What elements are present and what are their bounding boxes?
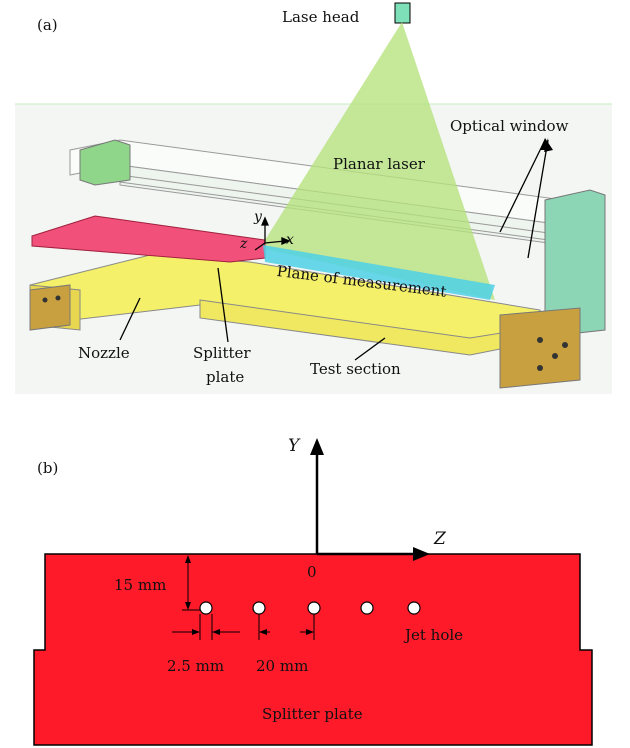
optical-window-arrowheads — [540, 138, 553, 152]
jet-hole-label: Jet hole — [405, 626, 464, 644]
dim-15mm — [182, 555, 200, 611]
measurement-plane — [263, 245, 495, 300]
dim-20mm-label: 20 mm — [256, 657, 309, 675]
jet-hole — [360, 601, 374, 615]
right-end-block — [499, 307, 581, 389]
axis-z-label: z — [240, 236, 248, 252]
jet-hole — [307, 601, 321, 615]
z-axis-label: Z — [434, 529, 446, 549]
axis-x-label: x — [286, 232, 294, 248]
splitter-plate-label-line2: plate — [206, 368, 245, 386]
dim-2-5mm-label: 2.5 mm — [167, 657, 225, 675]
optical-window-label: Optical window — [450, 117, 569, 135]
splitter-plate-label: Splitter plate — [262, 705, 363, 723]
dim-15mm-label: 15 mm — [114, 576, 167, 594]
test-section-label: Test section — [310, 360, 401, 378]
y-axis-label: Y — [288, 436, 300, 456]
dim-20mm — [258, 614, 315, 640]
bolt-holes — [42, 295, 568, 371]
dim-2-5mm — [172, 614, 240, 640]
leader-lines — [119, 139, 549, 361]
axis-y-label: y — [254, 209, 262, 225]
y-axis-arrow — [310, 438, 324, 554]
jet-hole — [252, 601, 266, 615]
panel-b-tag: (b) — [37, 459, 59, 477]
z-axis-arrow — [317, 547, 430, 561]
splitter-plate-label-line1: Splitter — [193, 344, 251, 362]
jet-hole — [199, 601, 213, 615]
origin-label: 0 — [307, 563, 317, 581]
left-window-cap — [79, 139, 131, 186]
panel-a-tag: (a) — [37, 16, 58, 34]
nozzle-label: Nozzle — [78, 344, 130, 362]
planar-laser-sheet — [260, 22, 495, 300]
coordinate-axes — [254, 216, 291, 251]
splitter-plate-outline — [33, 553, 593, 746]
laser-head-label: Lase head — [282, 8, 360, 26]
planar-laser-label: Planar laser — [333, 155, 425, 173]
left-end-block — [29, 284, 71, 331]
jet-hole — [407, 601, 421, 615]
panel-a-illustration — [15, 2, 612, 394]
laser-head-icon — [394, 2, 411, 24]
